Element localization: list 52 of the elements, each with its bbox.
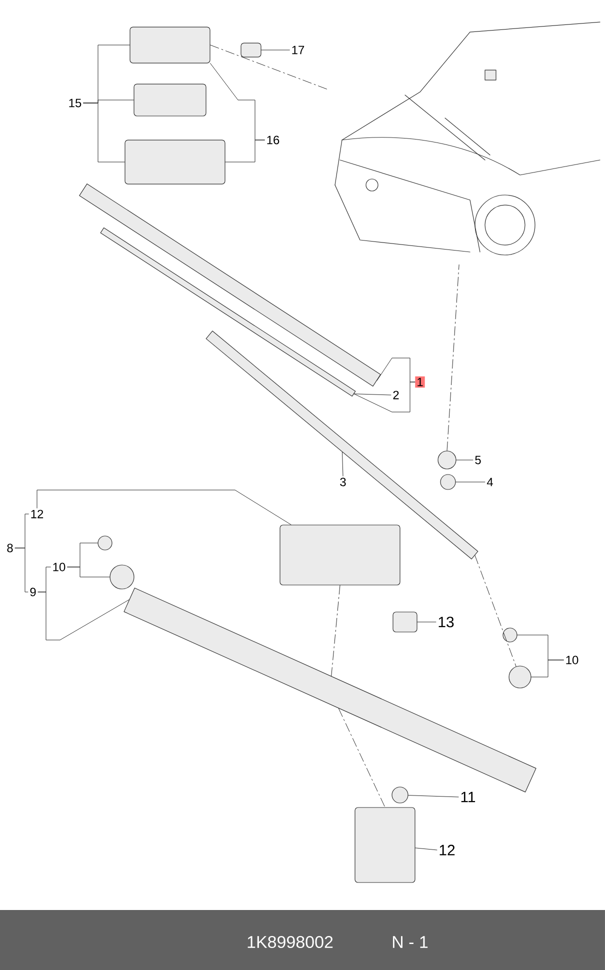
callout-number: 9 xyxy=(30,588,36,596)
grommet-drawing xyxy=(508,666,532,688)
part-number: 1K8998002 xyxy=(248,936,333,948)
dash-dot-line xyxy=(331,585,340,676)
callout-number: 2 xyxy=(393,390,399,400)
bolt-drawing xyxy=(98,536,112,550)
leader-line xyxy=(67,566,110,578)
callout-number: 10 xyxy=(566,656,578,664)
sheet-number: N - 1 xyxy=(392,936,428,948)
callout-number: 1 xyxy=(415,376,425,388)
leader-line xyxy=(14,548,28,592)
callout-number: 10 xyxy=(53,562,66,572)
dash-dot-line xyxy=(446,264,460,451)
leader-line xyxy=(38,592,130,640)
cover-drawing xyxy=(130,26,210,64)
dash-dot-line xyxy=(210,44,330,90)
leader-line xyxy=(225,140,265,162)
callout-number: 16 xyxy=(267,136,280,144)
leader-line xyxy=(354,382,416,412)
leader-line xyxy=(415,848,438,850)
clip-drawing xyxy=(392,786,408,804)
cap-drawing xyxy=(438,450,456,470)
bracket-drawing xyxy=(354,807,416,883)
car-drawing xyxy=(334,22,600,256)
leader-line xyxy=(408,795,459,798)
circuit-board-drawing xyxy=(134,84,206,116)
wiper-blade-drawing xyxy=(79,184,381,386)
motor-drawing xyxy=(280,524,400,586)
leader-line xyxy=(83,102,125,162)
callout-number: 3 xyxy=(340,478,346,486)
callout-number: 13 xyxy=(438,616,454,628)
grommet-drawing xyxy=(110,564,134,590)
bolt-drawing xyxy=(502,628,518,642)
blade-insert-drawing xyxy=(100,228,356,397)
callout-number: 17 xyxy=(292,46,304,54)
clip-drawing xyxy=(240,42,262,58)
callout-number: 4 xyxy=(486,478,493,486)
housing-drawing xyxy=(124,140,226,184)
callout-number: 12 xyxy=(440,844,455,856)
callout-number: 15 xyxy=(69,98,82,108)
callout-number: 11 xyxy=(461,792,476,802)
leader-line xyxy=(531,660,564,678)
callout-number: 5 xyxy=(475,456,481,464)
leader-line xyxy=(342,452,344,476)
leader-line xyxy=(354,394,392,396)
bushing-drawing xyxy=(392,612,418,632)
leader-line xyxy=(36,490,292,525)
callout-number: 8 xyxy=(7,544,13,552)
callout-number: 12 xyxy=(31,510,44,518)
nut-drawing xyxy=(440,474,456,490)
linkage-drawing xyxy=(124,588,536,792)
dash-dot-line xyxy=(474,555,516,667)
